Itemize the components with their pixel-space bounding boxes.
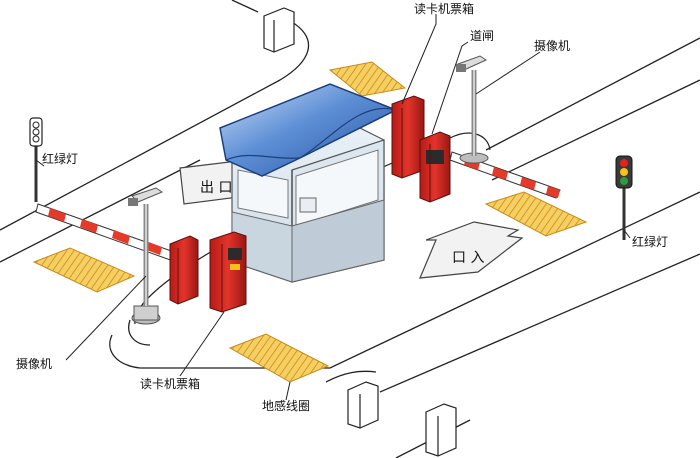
label-barrier-gate: 道闸 <box>470 29 494 43</box>
loop-pad-top <box>328 61 407 97</box>
booth <box>219 83 398 283</box>
loop-pad-bottom <box>228 333 330 383</box>
callout-lines <box>35 14 631 401</box>
traffic-light-left <box>29 117 43 202</box>
loop-detector-pads <box>32 61 588 383</box>
barrier-arm-top <box>449 151 561 199</box>
label-card-reader-top: 读卡机票箱 <box>414 1 474 16</box>
monitor <box>299 197 317 213</box>
camera-bottom <box>128 187 164 325</box>
loop-pad-right <box>484 191 588 237</box>
label-traffic-light-left: 红绿灯 <box>42 151 78 166</box>
amber-light-icon <box>620 168 628 176</box>
entry-arrow-label: 口 入 <box>452 250 484 266</box>
traffic-light-right <box>615 155 633 240</box>
camera-top <box>456 55 489 164</box>
exit-arrow-label: 出 口 <box>200 180 232 196</box>
loop-pad-left <box>32 247 136 293</box>
green-light-icon <box>620 177 628 185</box>
entry-arrow: 口 入 <box>419 221 524 279</box>
label-loop-detector: 地感线圈 <box>262 398 310 413</box>
label-card-reader-bottom: 读卡机票箱 <box>140 376 200 391</box>
label-camera-top: 摄像机 <box>534 38 570 53</box>
bollards <box>263 7 457 457</box>
red-light-icon <box>620 159 628 167</box>
label-traffic-light-right: 红绿灯 <box>632 234 668 249</box>
label-camera-bottom: 摄像机 <box>16 356 52 371</box>
barrier-gate-top <box>419 131 561 203</box>
card-reader-top <box>391 95 425 179</box>
card-reader-bottom <box>209 231 247 313</box>
labels: 读卡机票箱 道闸 摄像机 红绿灯 红绿灯 摄像机 读卡机票箱 地感线圈 <box>16 1 668 413</box>
